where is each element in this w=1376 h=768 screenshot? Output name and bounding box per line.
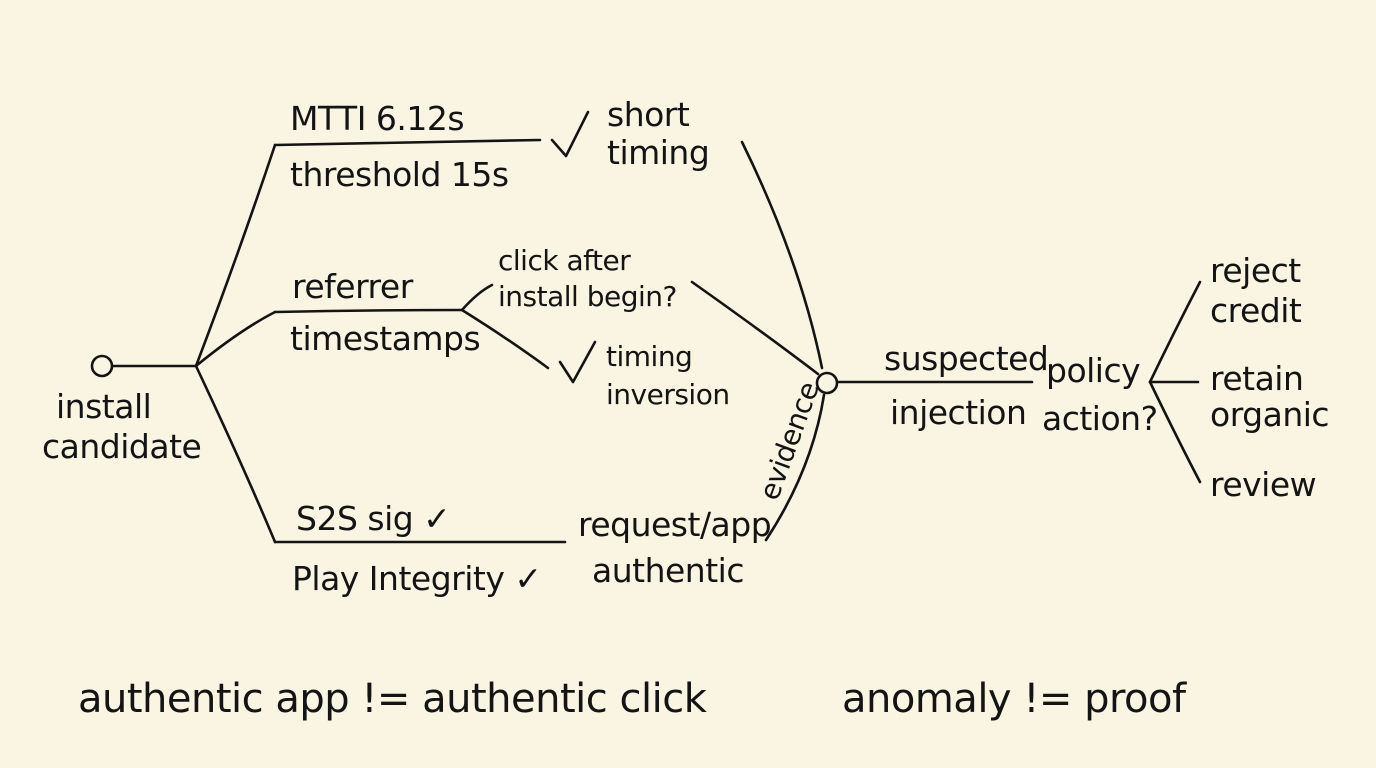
evidence-merge-node xyxy=(815,371,839,395)
click-after-question-line1: click after xyxy=(498,244,631,277)
timing-inversion-label-line2: inversion xyxy=(606,378,730,411)
request-app-label-line2: authentic xyxy=(592,551,744,590)
evidence-label: evidence xyxy=(753,378,826,505)
start-node xyxy=(90,354,114,378)
retain-label-line1: retain xyxy=(1210,359,1303,398)
start-label-line2: candidate xyxy=(42,427,201,466)
edge-policy-to-review xyxy=(1148,380,1202,484)
edge-fork-to-integrity xyxy=(194,364,277,544)
edge-referrer-to-question xyxy=(460,283,494,312)
edge-question-to-evidence xyxy=(690,280,820,376)
footer-left-note: authentic app != authentic click xyxy=(78,676,708,722)
edge-timing-to-evidence xyxy=(740,140,824,370)
short-timing-label-line1: short xyxy=(607,95,690,134)
request-app-label-line1: request/app xyxy=(578,505,771,544)
timing-inversion-label-line1: timing xyxy=(606,340,692,373)
s2s-signature-label: S2S sig ✓ xyxy=(296,499,450,538)
click-after-question-line2: install begin? xyxy=(498,280,677,313)
reject-label-line2: credit xyxy=(1210,291,1302,330)
play-integrity-label: Play Integrity ✓ xyxy=(292,559,542,598)
short-timing-label-line2: timing xyxy=(607,133,709,172)
retain-label-line2: organic xyxy=(1210,395,1329,434)
mtti-value-label: MTTI 6.12s xyxy=(290,99,464,138)
review-label: review xyxy=(1210,465,1316,504)
edge-referrer-to-inversion xyxy=(460,308,550,370)
edge-timing-underline xyxy=(273,138,542,147)
check-icon xyxy=(558,340,597,384)
footer-right-note: anomaly != proof xyxy=(842,676,1187,722)
suspected-label: suspected xyxy=(884,339,1048,378)
timestamps-label: timestamps xyxy=(290,319,480,358)
edge-fork-to-timing xyxy=(194,143,277,368)
policy-label-line1: policy xyxy=(1046,351,1140,390)
start-label-line1: install xyxy=(56,387,151,426)
edge-referrer-underline xyxy=(273,308,464,314)
check-icon xyxy=(550,110,590,158)
policy-label-line2: action? xyxy=(1042,399,1158,438)
edge-policy-to-reject xyxy=(1148,280,1202,384)
referrer-label: referrer xyxy=(292,267,414,306)
reject-label-line1: reject xyxy=(1210,251,1301,290)
edge-authentic-to-evidence xyxy=(764,393,826,542)
injection-label: injection xyxy=(890,393,1026,432)
edge-fork-to-referrer xyxy=(194,310,277,368)
threshold-label: threshold 15s xyxy=(290,155,509,194)
